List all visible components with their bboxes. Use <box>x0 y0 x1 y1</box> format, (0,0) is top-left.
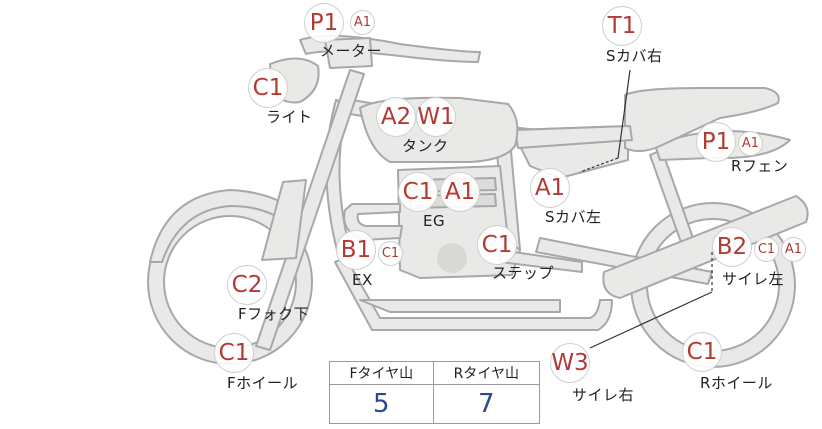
label-s-cover-l: Sカバ左 <box>545 208 602 226</box>
meter-badge-2: A1 <box>350 10 375 35</box>
label-light: ライト <box>266 108 313 126</box>
muffler-l-badge-1: B2 <box>712 227 752 267</box>
label-step: ステップ <box>492 264 555 282</box>
light-badge-1: C1 <box>248 68 288 108</box>
label-ex: EX <box>352 271 373 289</box>
eg-badge-2: A1 <box>440 172 480 212</box>
label-eg: EG <box>423 212 446 230</box>
tank-badge-2: W1 <box>416 97 456 137</box>
f-tire-tread-header: Fタイヤ山 <box>329 361 434 385</box>
s-cover-r-badge-1: T1 <box>602 6 642 46</box>
r-fender-badge-2: A1 <box>738 131 763 156</box>
front-fork-shape <box>261 179 307 261</box>
label-muffler-r: サイレ右 <box>572 386 635 404</box>
label-s-cover-r: Sカバ右 <box>606 47 663 65</box>
label-tank: タンク <box>402 137 449 155</box>
f-wheel-badge-1: C1 <box>214 333 254 373</box>
ex-badge-2: C1 <box>378 241 403 266</box>
label-f-fork-low: Fフォク下 <box>238 305 310 323</box>
label-f-wheel: Fホイール <box>227 374 299 392</box>
label-muffler-l: サイレ左 <box>722 270 785 288</box>
eg-badge-1: C1 <box>398 172 438 212</box>
label-r-wheel: Rホイール <box>700 374 773 392</box>
s-cover-l-badge-1: A1 <box>530 168 570 208</box>
step-badge-1: C1 <box>477 225 517 265</box>
label-r-fender: Rフェン <box>731 157 789 175</box>
muffler-r-badge-1: W3 <box>550 343 590 383</box>
r-wheel-badge-1: C1 <box>682 332 722 372</box>
tire-tread-table: Fタイヤ山 Rタイヤ山 5 7 <box>329 361 541 424</box>
r-tire-tread-value: 7 <box>432 384 541 424</box>
label-meter: メーター <box>320 42 383 60</box>
meter-badge-1: P1 <box>304 3 344 43</box>
f-fork-low-badge-1: C2 <box>227 265 267 305</box>
tank-badge-1: A2 <box>376 97 416 137</box>
ex-badge-1: B1 <box>336 230 376 270</box>
r-fender-badge-1: P1 <box>696 122 736 162</box>
muffler-shape <box>602 195 809 299</box>
r-tire-tread-header: Rタイヤ山 <box>432 361 541 385</box>
muffler-l-badge-2: C1 <box>754 237 779 262</box>
f-tire-tread-value: 5 <box>329 384 434 424</box>
muffler-l-badge-3: A1 <box>781 237 806 262</box>
